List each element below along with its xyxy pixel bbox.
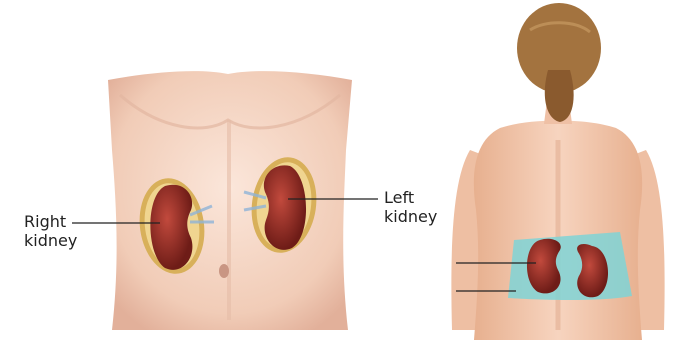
- left-kidney-label-line1: Left: [384, 188, 437, 207]
- front-torso: [108, 71, 352, 330]
- back-kidney-left-side: [527, 239, 561, 294]
- navel: [219, 264, 229, 278]
- right-kidney-label-line2: kidney: [24, 231, 77, 250]
- back-figure: [451, 3, 664, 340]
- right-kidney-label-line1: Right: [24, 212, 77, 231]
- left-kidney-label-line2: kidney: [384, 207, 437, 226]
- right-kidney-label: Right kidney: [24, 212, 77, 250]
- kidney-region-highlight: [508, 232, 632, 300]
- left-kidney-label: Left kidney: [384, 188, 437, 226]
